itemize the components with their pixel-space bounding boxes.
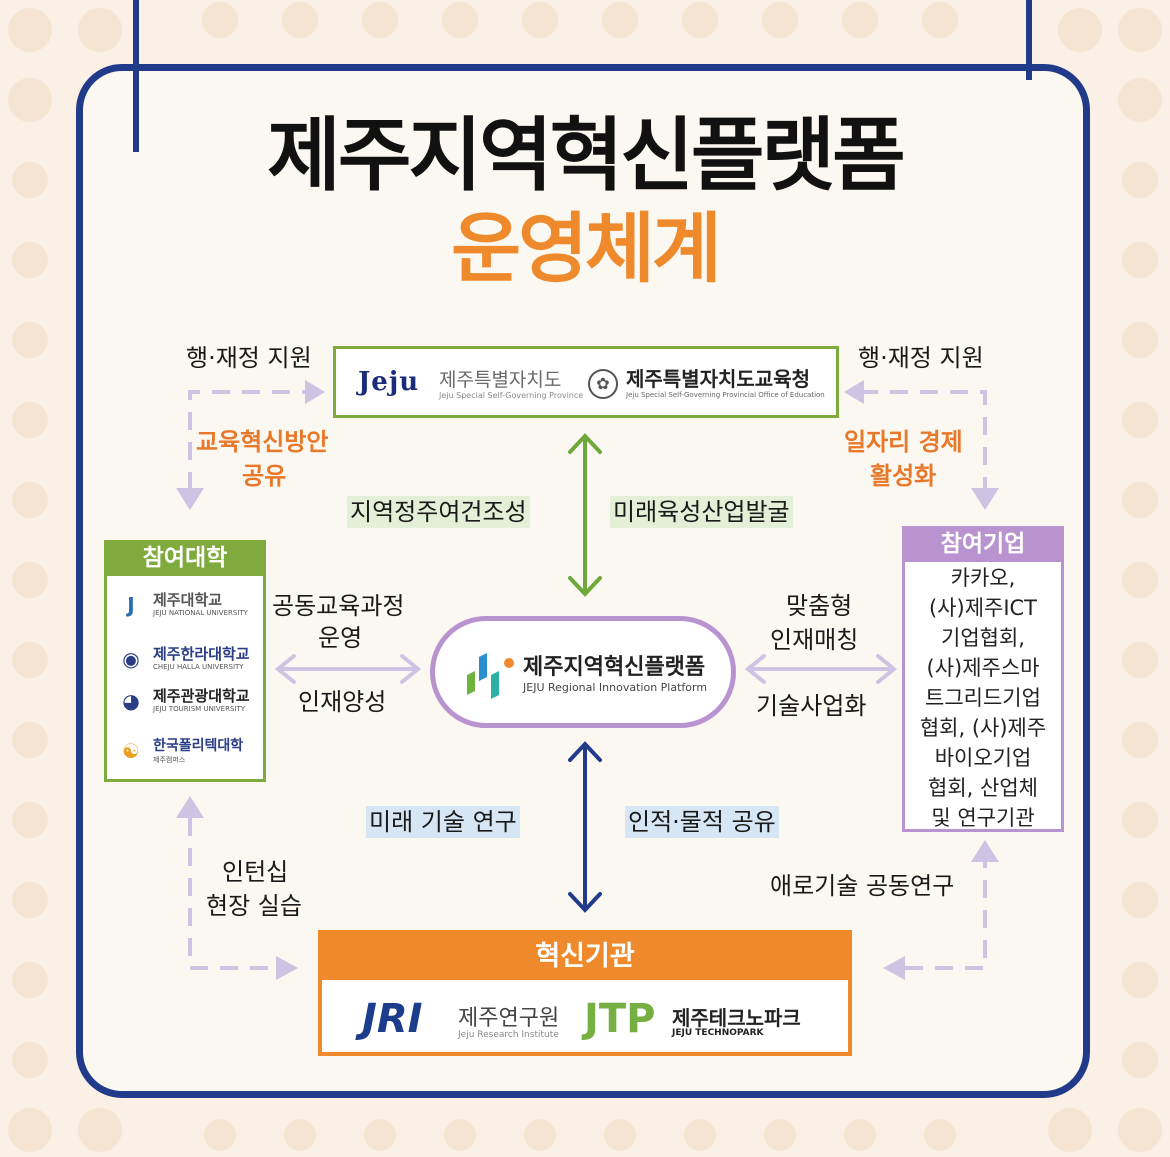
company-line: (사)제주ICT (928, 596, 1038, 620)
polytechnic-logo-icon: ☯ (122, 739, 140, 763)
left-double-arrow (274, 654, 422, 684)
jtp-name-en: JEJU TECHNOPARK (672, 1028, 764, 1038)
province-name-en: Jeju Special Self-Governing Province (439, 391, 584, 400)
university-name: 제주관광대학교 (153, 687, 250, 705)
dashed-arrow-inst-to-corp (905, 862, 987, 970)
education-office-emblem-icon: ✿ (588, 369, 618, 399)
label-future-tech-research: 미래 기술 연구 (366, 806, 520, 838)
company-line: 바이오기업 (934, 746, 1032, 770)
label-future-industry: 미래육성산업발굴 (610, 496, 793, 528)
company-line: 트그리드기업 (925, 686, 1041, 710)
company-line: (사)제주스마 (926, 656, 1040, 680)
dashed-arrow-univ-to-inst (188, 818, 278, 970)
university-name-en: 제주캠퍼스 (153, 756, 186, 764)
label-job-economy: 일자리 경제 (844, 428, 963, 456)
jeju-province-logo: Jeju (358, 367, 420, 397)
label-regional-settlement: 지역정주여건조성 (347, 496, 530, 528)
jri-name: 제주연구원 (458, 1006, 560, 1031)
university-name-en: JEJU NATIONAL UNIVERSITY (153, 609, 248, 617)
participating-universities-box: 참여대학 J 제주대학교 JEJU NATIONAL UNIVERSITY ◉ … (104, 540, 266, 782)
label-resource-sharing: 인적·물적 공유 (625, 806, 779, 838)
university-name: 한국폴리텍대학 (153, 738, 244, 754)
government-box: Jeju 제주특별자치도 Jeju Special Self-Governing… (333, 346, 839, 418)
platform-name-en: JEJU Regional Innovation Platform (523, 681, 708, 694)
companies-header: 참여기업 (902, 526, 1064, 562)
tourism-university-logo-icon: ◕ (122, 689, 140, 713)
universities-header: 참여대학 (104, 540, 266, 576)
label-admin-support-right: 행·재정 지원 (858, 344, 984, 372)
province-name: 제주특별자치도 (439, 369, 562, 391)
platform-name: 제주지역혁신플랫폼 (523, 655, 706, 680)
education-office-name: 제주특별자치도교육청 (626, 367, 810, 391)
jtp-logo: JTP (584, 996, 656, 1042)
label-bottleneck-research: 애로기술 공동연구 (770, 872, 955, 900)
label-talent-matching: 인재매칭 (770, 626, 859, 654)
companies-list: 카카오, (사)제주ICT 기업협회, (사)제주스마 트그리드기업 협회, (… (905, 563, 1061, 833)
university-item: J 제주대학교 JEJU NATIONAL UNIVERSITY (115, 587, 265, 627)
innovation-institutions-box: 혁신기관 JRI 제주연구원 Jeju Research Institute J… (318, 930, 852, 1056)
navy-double-arrow (568, 741, 602, 913)
label-joint-curriculum-2: 운영 (318, 624, 363, 652)
label-field-practice: 현장 실습 (206, 892, 302, 920)
jri-logo: JRI (362, 996, 423, 1042)
company-line: 협회, (사)제주 (919, 716, 1047, 740)
label-talent-development: 인재양성 (298, 688, 387, 716)
title-main: 제주지역혁신플랫폼 (267, 109, 905, 202)
innovation-platform-node: 제주지역혁신플랫폼 JEJU Regional Innovation Platf… (430, 616, 736, 728)
hanger-left (133, 0, 139, 152)
halla-university-logo-icon: ◉ (122, 647, 140, 671)
label-edu-innovation-2: 공유 (242, 462, 287, 490)
right-double-arrow (744, 654, 898, 684)
label-internship: 인턴십 (222, 858, 289, 886)
company-line: 기업협회, (941, 626, 1025, 650)
dashed-arrow-gov-to-corp (860, 390, 987, 488)
hanger-right (1026, 0, 1032, 80)
label-tech-commercialization: 기술사업화 (756, 692, 867, 720)
education-office-name-en: Jeju Special Self-Governing Provincial O… (626, 391, 825, 399)
label-admin-support-left: 행·재정 지원 (186, 344, 312, 372)
label-edu-innovation: 교육혁신방안 (196, 428, 329, 456)
university-name-en: CHEJU HALLA UNIVERSITY (153, 663, 244, 671)
university-item: ◉ 제주한라대학교 CHEJU HALLA UNIVERSITY (115, 641, 265, 681)
title-sub: 운영체계 (451, 204, 722, 293)
university-item: ◕ 제주관광대학교 JEJU TOURISM UNIVERSITY (115, 683, 265, 723)
university-name: 제주대학교 (153, 591, 223, 609)
jeju-national-university-logo-icon: J (127, 593, 135, 617)
jtp-name: 제주테크노파크 (672, 1006, 801, 1030)
company-line: 카카오, (950, 566, 1016, 590)
label-custom: 맞춤형 (786, 592, 853, 620)
university-name: 제주한라대학교 (153, 645, 250, 663)
dashed-arrow-gov-to-univ (188, 390, 320, 488)
jri-name-en: Jeju Research Institute (458, 1030, 559, 1040)
university-name-en: JEJU TOURISM UNIVERSITY (153, 705, 246, 713)
company-line: 및 연구기관 (931, 806, 1035, 830)
green-double-arrow (568, 433, 602, 597)
company-line: 협회, 산업체 (928, 776, 1038, 800)
participating-companies-box: 참여기업 카카오, (사)제주ICT 기업협회, (사)제주스마 트그리드기업 … (902, 526, 1064, 832)
university-item: ☯ 한국폴리텍대학 제주캠퍼스 (115, 733, 265, 773)
label-joint-curriculum: 공동교육과정 (272, 592, 405, 620)
platform-logo-icon (467, 653, 514, 699)
label-job-economy-2: 활성화 (870, 462, 937, 490)
institutions-header: 혁신기관 (322, 934, 848, 980)
